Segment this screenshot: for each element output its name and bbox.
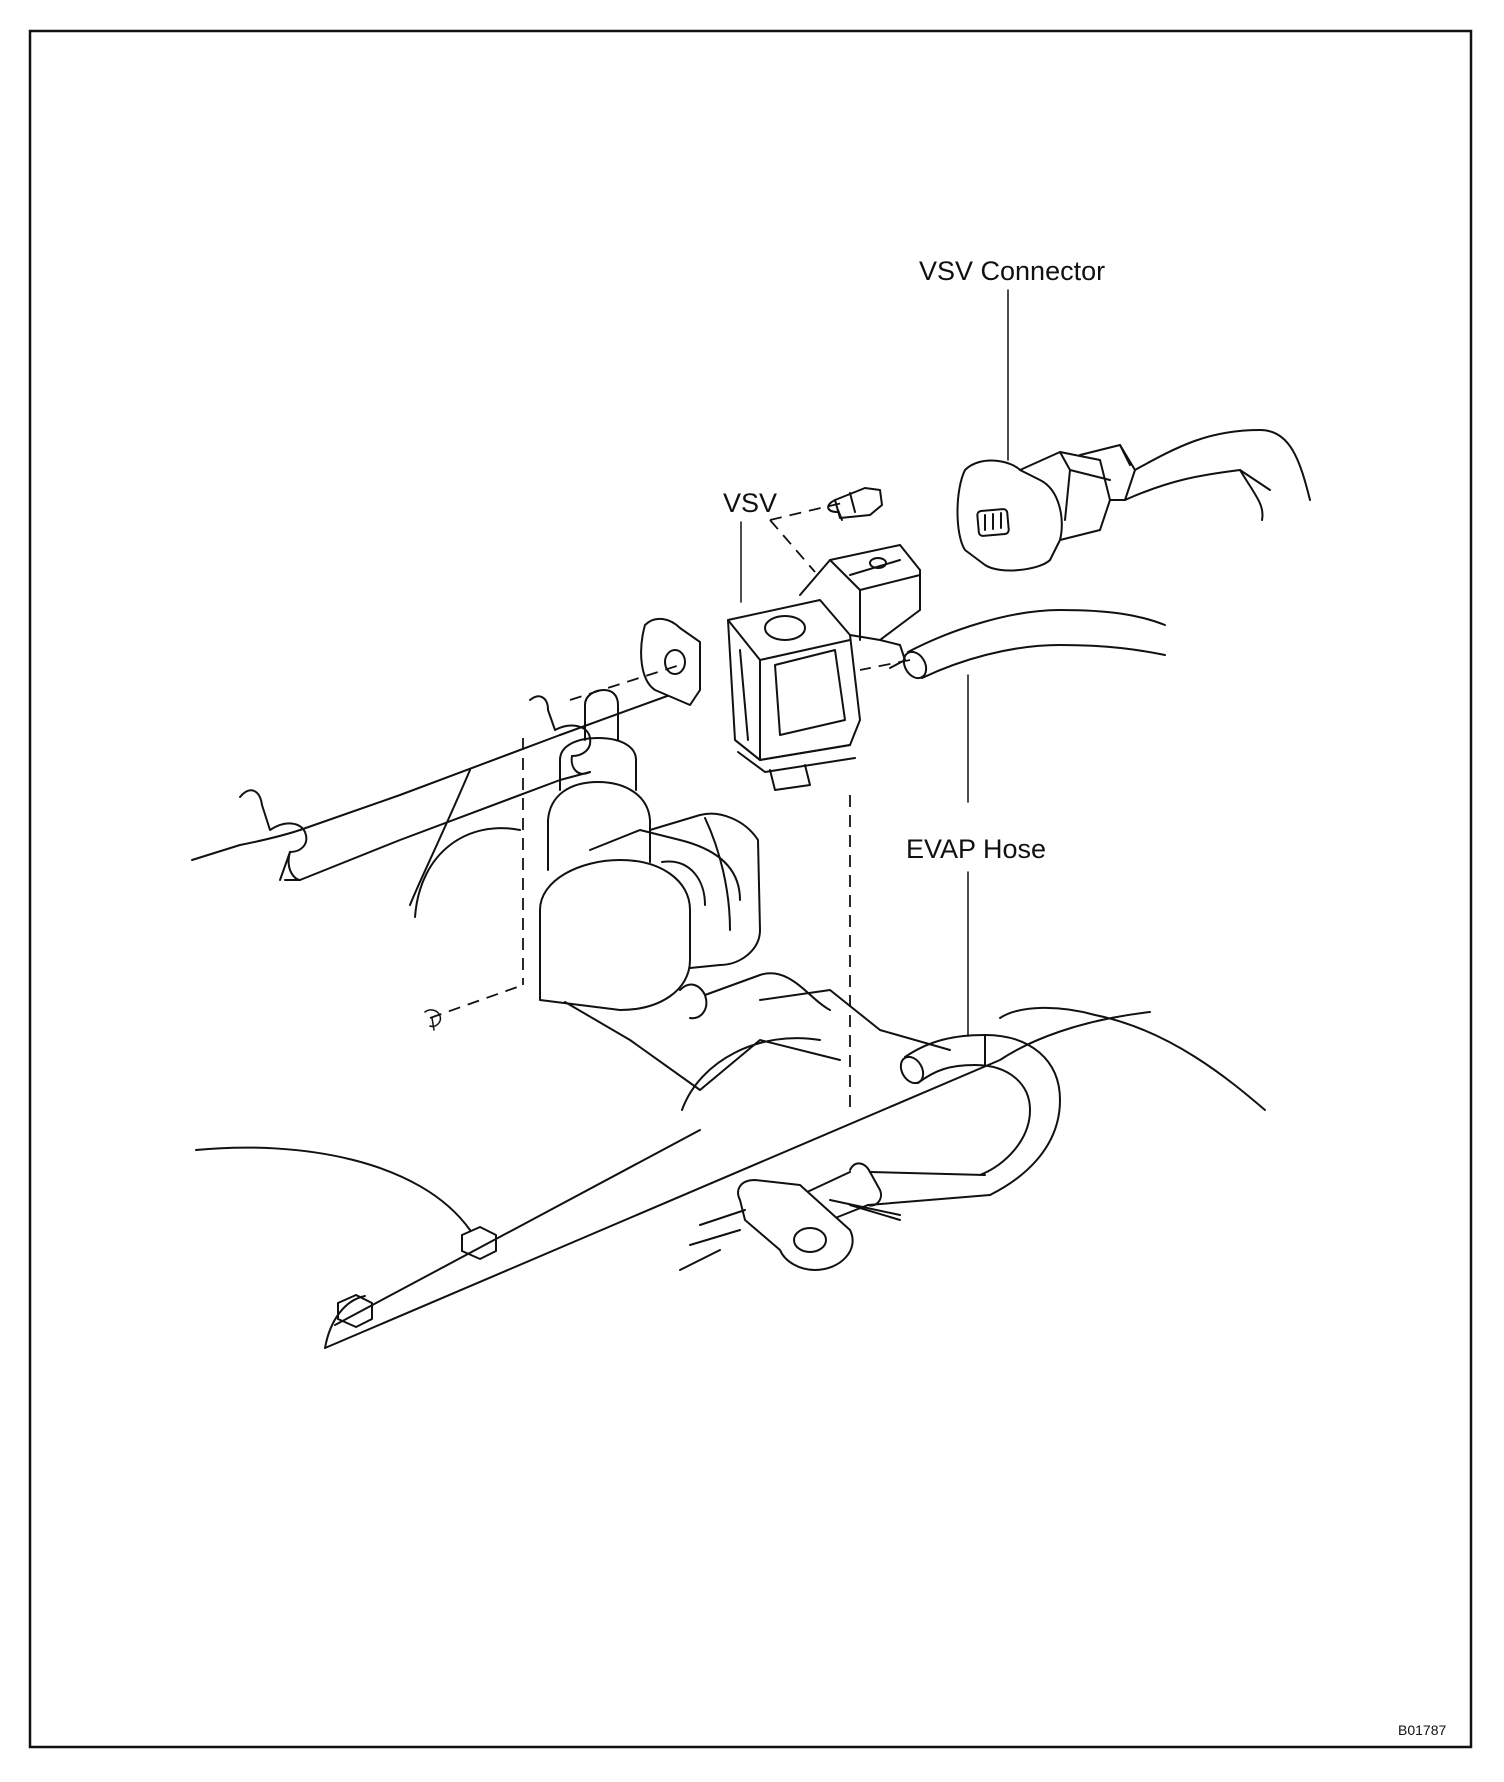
evap-hose-lower xyxy=(679,1034,1061,1271)
vsv-bolt xyxy=(827,487,883,521)
label-evap-hose: EVAP Hose xyxy=(906,834,1046,864)
engine-body xyxy=(195,769,1266,1349)
leader-lines xyxy=(740,289,1009,1037)
evap-hose-upper xyxy=(902,609,1166,680)
label-vsv: VSV xyxy=(723,488,777,518)
label-vsv-connector: VSV Connector xyxy=(919,256,1105,286)
vsv-valve xyxy=(640,544,921,791)
left-vacuum-hose xyxy=(191,694,671,881)
vsv-connector xyxy=(956,429,1311,572)
figure-code: B01787 xyxy=(1398,1722,1446,1738)
intake-body xyxy=(539,689,951,1051)
assembly-guide-lines xyxy=(429,502,911,1110)
small-bolt xyxy=(424,1009,442,1031)
diagram-frame xyxy=(28,29,1473,1749)
